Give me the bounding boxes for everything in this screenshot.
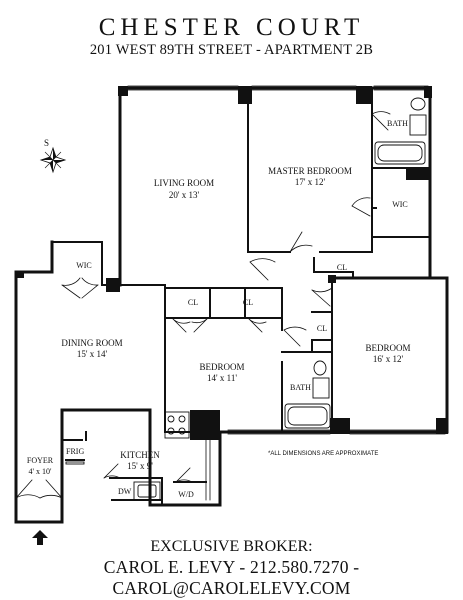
kitchen-fixtures bbox=[65, 411, 190, 501]
label-frig: FRIG bbox=[66, 447, 84, 456]
compass-label: S bbox=[44, 138, 49, 148]
label-wd: W/D bbox=[178, 490, 194, 499]
room-name-bath-hall: BATH bbox=[290, 383, 311, 392]
room-dims-bedroom-right: 16' x 12' bbox=[373, 354, 404, 364]
dimensions-note: *ALL DIMENSIONS ARE APPROXIMATE bbox=[268, 451, 378, 457]
compass-rose-icon bbox=[39, 146, 67, 174]
room-name-cl-hall: CL bbox=[337, 263, 347, 272]
door-swings bbox=[15, 111, 391, 499]
room-dims-bedroom-center: 14' x 11' bbox=[207, 373, 237, 383]
room-dims-living: 20' x 13' bbox=[169, 190, 200, 200]
room-name-cl-c: CL bbox=[317, 324, 327, 333]
room-dims-foyer: 4' x 10' bbox=[29, 467, 52, 476]
room-name-foyer: FOYER bbox=[27, 456, 54, 465]
broker-label: EXCLUSIVE BROKER: bbox=[150, 538, 313, 555]
bath-fixtures bbox=[284, 97, 427, 429]
room-name-wic-dining: WIC bbox=[76, 261, 92, 270]
label-dw: DW bbox=[118, 487, 132, 496]
room-name-cl-a: CL bbox=[188, 298, 198, 307]
entry-arrow-icon bbox=[32, 530, 48, 545]
room-name-bath-master: BATH bbox=[387, 119, 408, 128]
room-name-bedroom-right: BEDROOM bbox=[365, 343, 410, 353]
exterior-walls bbox=[14, 86, 449, 524]
apartment-address: 201 WEST 89TH STREET - APARTMENT 2B bbox=[89, 42, 374, 58]
room-name-master: MASTER BEDROOM bbox=[268, 166, 352, 176]
room-name-living: LIVING ROOM bbox=[154, 178, 214, 188]
room-name-cl-b: CL bbox=[243, 298, 253, 307]
room-name-wic-master: WIC bbox=[392, 200, 408, 209]
room-name-bedroom-center: BEDROOM bbox=[199, 362, 244, 372]
room-name-kitchen: KITCHEN bbox=[120, 450, 160, 460]
broker-contact: CAROL E. LEVY - 212.580.7270 - CAROL@CAR… bbox=[103, 557, 360, 598]
interior-walls bbox=[51, 87, 431, 506]
building-title: CHESTER COURT bbox=[98, 14, 365, 41]
room-dims-kitchen: 15' x 9' bbox=[127, 461, 153, 471]
room-dims-master: 17' x 12' bbox=[295, 177, 326, 187]
room-name-dining: DINING ROOM bbox=[61, 338, 122, 348]
columns bbox=[16, 86, 448, 440]
room-dims-dining: 15' x 14' bbox=[77, 349, 108, 359]
windows bbox=[127, 85, 446, 501]
